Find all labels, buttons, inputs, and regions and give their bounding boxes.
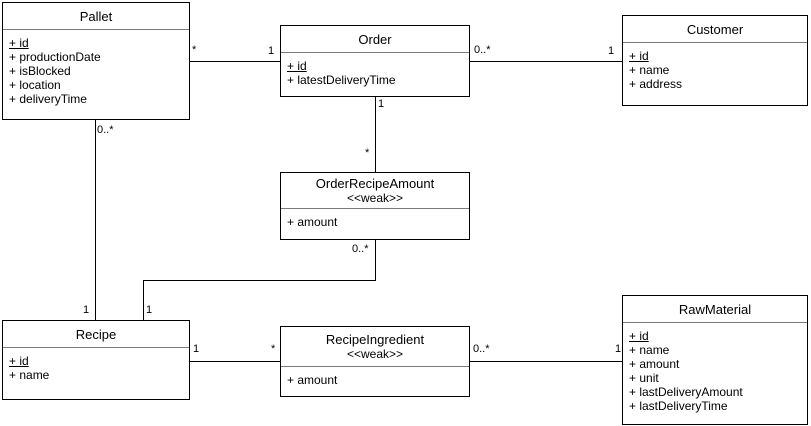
class-recipeingredient[interactable]: RecipeIngredient <<weak>> + amount [280, 326, 470, 397]
attribute-amount: + amount [629, 357, 680, 371]
class-rawmaterial-title: RawMaterial [623, 296, 807, 323]
attribute-name: + name [9, 368, 50, 382]
class-order-attributes: + id + latestDeliveryTime [281, 53, 469, 87]
multiplicity-order-customer-near-customer: 1 [608, 45, 615, 57]
attribute-productiondate: + productionDate [9, 50, 101, 64]
multiplicity-order-orderrecipeamount-near-order: 1 [378, 98, 385, 110]
multiplicity-pallet-order-near-pallet: * [192, 44, 197, 56]
class-customer[interactable]: Customer + id + name + address [622, 15, 808, 106]
multiplicity-order-orderrecipeamount-near-orderrecipeamount: * [365, 147, 370, 159]
class-recipeingredient-title: RecipeIngredient <<weak>> [281, 327, 469, 367]
association-pallet-order[interactable] [190, 61, 280, 62]
multiplicity-recipe-recipeingredient-near-recipe: 1 [193, 343, 200, 355]
class-name: Pallet [79, 8, 113, 24]
class-orderrecipeamount[interactable]: OrderRecipeAmount <<weak>> + amount [280, 172, 470, 240]
association-orderrecipeamount-recipe-segment-down[interactable] [375, 240, 376, 280]
attribute-id: + id [9, 354, 29, 368]
class-recipe[interactable]: Recipe + id + name [2, 320, 190, 400]
class-rawmaterial[interactable]: RawMaterial + id + name + amount + unit … [622, 295, 808, 425]
class-order-title: Order [281, 26, 469, 53]
association-orderrecipeamount-recipe-segment-into-recipe[interactable] [143, 280, 144, 320]
class-name: RecipeIngredient [325, 332, 425, 347]
class-order[interactable]: Order + id + latestDeliveryTime [280, 25, 470, 97]
attribute-location: + location [9, 78, 61, 92]
class-name: Order [358, 31, 392, 47]
attribute-amount: + amount [287, 373, 338, 387]
association-orderrecipeamount-recipe-segment-across[interactable] [143, 280, 376, 281]
class-pallet-attributes: + id + productionDate + isBlocked + loca… [3, 30, 189, 106]
class-name: Customer [686, 21, 744, 37]
association-pallet-recipe[interactable] [95, 120, 96, 320]
association-recipe-recipeingredient[interactable] [190, 361, 280, 362]
class-name: RawMaterial [678, 301, 752, 317]
attribute-id: + id [629, 49, 649, 63]
multiplicity-recipeingredient-rawmaterial-near-rawmaterial: 1 [615, 343, 622, 355]
attribute-unit: + unit [629, 371, 659, 385]
multiplicity-pallet-recipe-near-recipe: 1 [83, 304, 90, 316]
attribute-name: + name [629, 343, 670, 357]
attribute-id: + id [9, 36, 29, 50]
attribute-amount: + amount [287, 215, 338, 229]
attribute-id: + id [629, 329, 649, 343]
class-name: OrderRecipeAmount [315, 176, 435, 191]
attribute-address: + address [629, 77, 683, 91]
association-order-orderrecipeamount[interactable] [375, 97, 376, 172]
attribute-id: + id [287, 59, 307, 73]
class-stereotype-weak: <<weak>> [346, 347, 404, 361]
attribute-name: + name [629, 63, 670, 77]
multiplicity-pallet-order-near-order: 1 [268, 45, 275, 57]
multiplicity-recipe-recipeingredient-near-recipeingredient: * [271, 343, 276, 355]
multiplicity-pallet-recipe-near-pallet: 0..* [97, 124, 114, 136]
association-order-customer[interactable] [470, 61, 622, 62]
class-recipeingredient-attributes: + amount [281, 367, 469, 387]
class-stereotype-weak: <<weak>> [346, 191, 404, 205]
class-orderrecipeamount-attributes: + amount [281, 209, 469, 229]
class-customer-attributes: + id + name + address [623, 43, 807, 91]
attribute-isblocked: + isBlocked [9, 64, 71, 78]
class-pallet[interactable]: Pallet + id + productionDate + isBlocked… [2, 2, 190, 120]
class-recipe-title: Recipe [3, 321, 189, 348]
multiplicity-orderrecipeamount-recipe-near-orderrecipeamount: 0..* [352, 243, 369, 255]
class-recipe-attributes: + id + name [3, 348, 189, 382]
class-orderrecipeamount-title: OrderRecipeAmount <<weak>> [281, 173, 469, 209]
multiplicity-order-customer-near-order: 0..* [474, 44, 491, 56]
class-pallet-title: Pallet [3, 3, 189, 30]
multiplicity-orderrecipeamount-recipe-near-recipe: 1 [146, 304, 153, 316]
attribute-lastdeliveryamount: + lastDeliveryAmount [629, 385, 743, 399]
attribute-lastdeliverytime: + lastDeliveryTime [629, 399, 728, 413]
attribute-deliverytime: + deliveryTime [9, 92, 87, 106]
class-customer-title: Customer [623, 16, 807, 43]
multiplicity-recipeingredient-rawmaterial-near-recipeingredient: 0..* [473, 343, 490, 355]
attribute-latestdeliverytime: + latestDeliveryTime [287, 73, 396, 87]
class-name: Recipe [75, 326, 117, 342]
association-recipeingredient-rawmaterial[interactable] [470, 361, 622, 362]
class-rawmaterial-attributes: + id + name + amount + unit + lastDelive… [623, 323, 807, 413]
